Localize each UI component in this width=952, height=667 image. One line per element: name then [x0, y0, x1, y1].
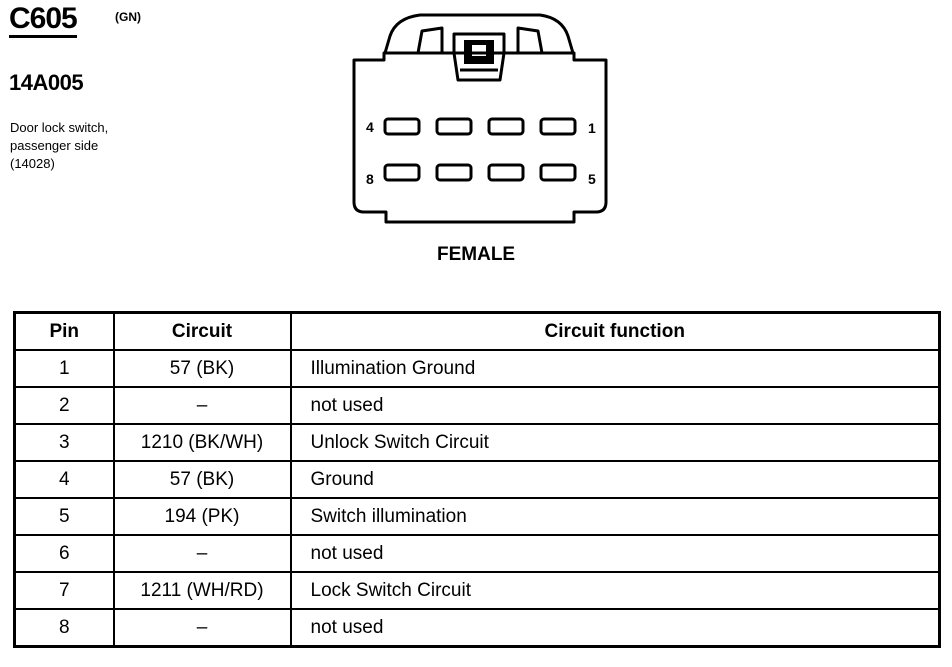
table-row: 5 194 (PK) Switch illumination [13, 497, 941, 536]
description-line: (14028) [10, 156, 55, 171]
pin-cavity [539, 117, 577, 136]
pin-cell: 7 [13, 571, 115, 610]
description-line: Door lock switch, [10, 120, 109, 135]
pin-cell: 8 [13, 608, 115, 648]
circuit-cell: – [112, 608, 292, 648]
table-row: 4 57 (BK) Ground [13, 460, 941, 499]
circuit-cell: 57 (BK) [112, 349, 292, 388]
description-line: passenger side [10, 138, 99, 153]
table-row: 2 – not used [13, 386, 941, 425]
pin-cell: 4 [13, 460, 115, 499]
pin-cavity [435, 117, 473, 136]
circuit-cell: – [112, 386, 292, 425]
latch-inner [516, 26, 544, 54]
function-cell: Illumination Ground [289, 349, 941, 388]
table-row: 1 57 (BK) Illumination Ground [13, 349, 941, 388]
circuit-cell: 194 (PK) [112, 497, 292, 536]
function-cell: not used [289, 386, 941, 425]
function-cell: Ground [289, 460, 941, 499]
pin-cell: 2 [13, 386, 115, 425]
table-row: 6 – not used [13, 534, 941, 573]
pin-cell: 5 [13, 497, 115, 536]
part-number: 14A005 [9, 70, 84, 95]
latch-body [452, 52, 506, 82]
connector-id: C605 [9, 4, 78, 38]
circuit-cell: 1210 (BK/WH) [112, 423, 292, 462]
pin-cavity [435, 163, 473, 182]
circuit-cell: – [112, 534, 292, 573]
latch-release-hole [472, 45, 486, 56]
function-cell: Lock Switch Circuit [289, 571, 941, 610]
function-cell: not used [289, 534, 941, 573]
column-header-circuit: Circuit [112, 311, 292, 351]
function-cell: not used [289, 608, 941, 648]
pin-cavity [487, 163, 525, 182]
function-cell: Unlock Switch Circuit [289, 423, 941, 462]
pin-table: Pin Circuit Circuit function 1 57 (BK) I… [13, 311, 941, 648]
table-row: 3 1210 (BK/WH) Unlock Switch Circuit [13, 423, 941, 462]
connector-housing [352, 51, 608, 224]
pin-label-top-right: 1 [588, 120, 596, 136]
pin-cavity [383, 117, 421, 136]
table-row: 8 – not used [13, 608, 941, 648]
connector-gender-label: FEMALE [437, 244, 516, 265]
circuit-cell: 57 (BK) [112, 460, 292, 499]
column-header-pin: Pin [13, 311, 115, 351]
pin-cell: 1 [13, 349, 115, 388]
pin-label-bottom-right: 5 [588, 171, 596, 187]
connector-face-diagram: 4 1 8 5 [352, 13, 608, 224]
pin-cell: 3 [13, 423, 115, 462]
pin-cavities [383, 117, 577, 182]
pin-cavity [487, 117, 525, 136]
pin-cavity [383, 163, 421, 182]
pin-label-bottom-left: 8 [366, 171, 374, 187]
function-cell: Switch illumination [289, 497, 941, 536]
circuit-cell: 1211 (WH/RD) [112, 571, 292, 610]
pin-label-top-left: 4 [366, 119, 374, 135]
wire-color-code: (GN) [115, 10, 141, 24]
latch-inner [416, 26, 444, 54]
column-header-circuit-function: Circuit function [289, 311, 941, 351]
latch-outline [383, 13, 575, 54]
pin-cell: 6 [13, 534, 115, 573]
table-header-row: Pin Circuit Circuit function [13, 311, 941, 351]
table-row: 7 1211 (WH/RD) Lock Switch Circuit [13, 571, 941, 610]
pin-cavity [539, 163, 577, 182]
component-description: Door lock switch, passenger side (14028) [10, 119, 210, 173]
